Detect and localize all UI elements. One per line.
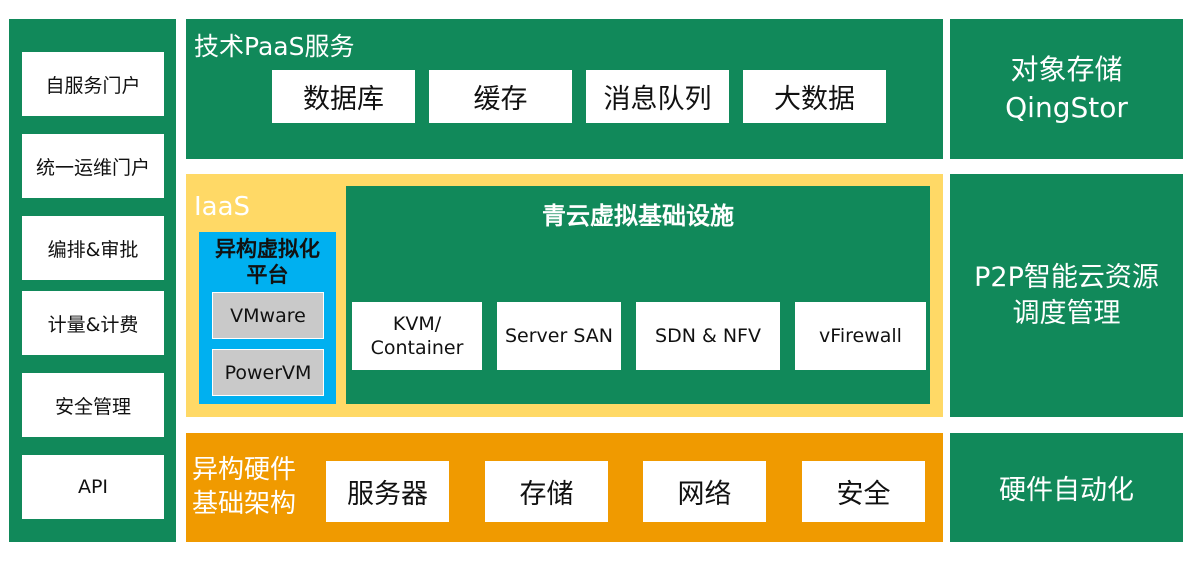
sidebar-item-label: 自服务门户 [45, 74, 141, 97]
sidebar-item-self-service-portal[interactable]: 自服务门户 [22, 52, 164, 116]
hardware-title-line1: 异构硬件 [192, 455, 297, 485]
object-storage-block: 对象存储 QingStor [950, 19, 1183, 159]
sidebar-item-metering-billing[interactable]: 计量&计费 [22, 291, 164, 355]
sidebar-item-label: 统一运维门户 [35, 156, 150, 179]
paas-item-cache[interactable]: 缓存 [429, 70, 572, 123]
sidebar-item-label: 计量&计费 [47, 313, 139, 336]
hardware-automation-label: 硬件自动化 [999, 475, 1134, 506]
sidebar-item-label: 安全管理 [54, 395, 131, 418]
sidebar-item-label: API [77, 476, 109, 498]
paas-section: 技术PaaS服务 数据库 缓存 消息队列 大数据 [186, 19, 943, 159]
iaas-section: IaaS 异构虚拟化平台 VMware PowerVM 青云虚拟基础设施 KVM… [186, 174, 943, 417]
hetero-virtualization-panel: 异构虚拟化平台 VMware PowerVM [199, 232, 336, 404]
paas-item-big-data[interactable]: 大数据 [743, 70, 886, 123]
infra-item-server-san[interactable]: Server SAN [497, 302, 621, 370]
paas-title: 技术PaaS服务 [194, 32, 355, 61]
hardware-item-network[interactable]: 网络 [643, 461, 766, 522]
virtual-infrastructure-title: 青云虚拟基础设施 [542, 202, 734, 230]
p2p-scheduling-line1: P2P智能云资源 [974, 261, 1159, 293]
left-sidebar: 自服务门户 统一运维门户 编排&审批 计量&计费 安全管理 API [9, 19, 176, 542]
p2p-scheduling-line2: 调度管理 [1012, 297, 1121, 329]
virtual-infrastructure-panel: 青云虚拟基础设施 KVM/ Container Server SAN SDN &… [346, 186, 930, 404]
hardware-automation-block: 硬件自动化 [950, 433, 1183, 542]
hardware-title-line2: 基础架构 [192, 489, 297, 519]
paas-item-database[interactable]: 数据库 [272, 70, 415, 123]
hardware-title: 异构硬件 基础架构 [192, 453, 296, 521]
hardware-item-security[interactable]: 安全 [802, 461, 925, 522]
sidebar-item-label: 编排&审批 [47, 238, 139, 261]
paas-item-message-queue[interactable]: 消息队列 [586, 70, 729, 123]
hardware-section: 异构硬件 基础架构 服务器 存储 网络 安全 [186, 433, 943, 542]
sidebar-item-orchestration-approval[interactable]: 编排&审批 [22, 216, 164, 280]
hetero-item-vmware[interactable]: VMware [212, 292, 324, 339]
sidebar-item-security-management[interactable]: 安全管理 [22, 373, 164, 437]
hetero-virtualization-title: 异构虚拟化平台 [215, 237, 320, 287]
iaas-title: IaaS [194, 192, 251, 222]
infra-item-vfirewall[interactable]: vFirewall [795, 302, 926, 370]
infra-item-kvm-container[interactable]: KVM/ Container [352, 302, 482, 370]
hardware-item-storage[interactable]: 存储 [485, 461, 608, 522]
hardware-item-server[interactable]: 服务器 [326, 461, 449, 522]
hetero-item-powervm[interactable]: PowerVM [212, 349, 324, 396]
p2p-scheduling-block: P2P智能云资源 调度管理 [950, 174, 1183, 417]
sidebar-item-api[interactable]: API [22, 455, 164, 519]
sidebar-item-ops-portal[interactable]: 统一运维门户 [22, 134, 164, 198]
object-storage-line2: QingStor [1005, 91, 1128, 124]
object-storage-line1: 对象存储 [1010, 53, 1123, 86]
infra-item-sdn-nfv[interactable]: SDN & NFV [636, 302, 780, 370]
